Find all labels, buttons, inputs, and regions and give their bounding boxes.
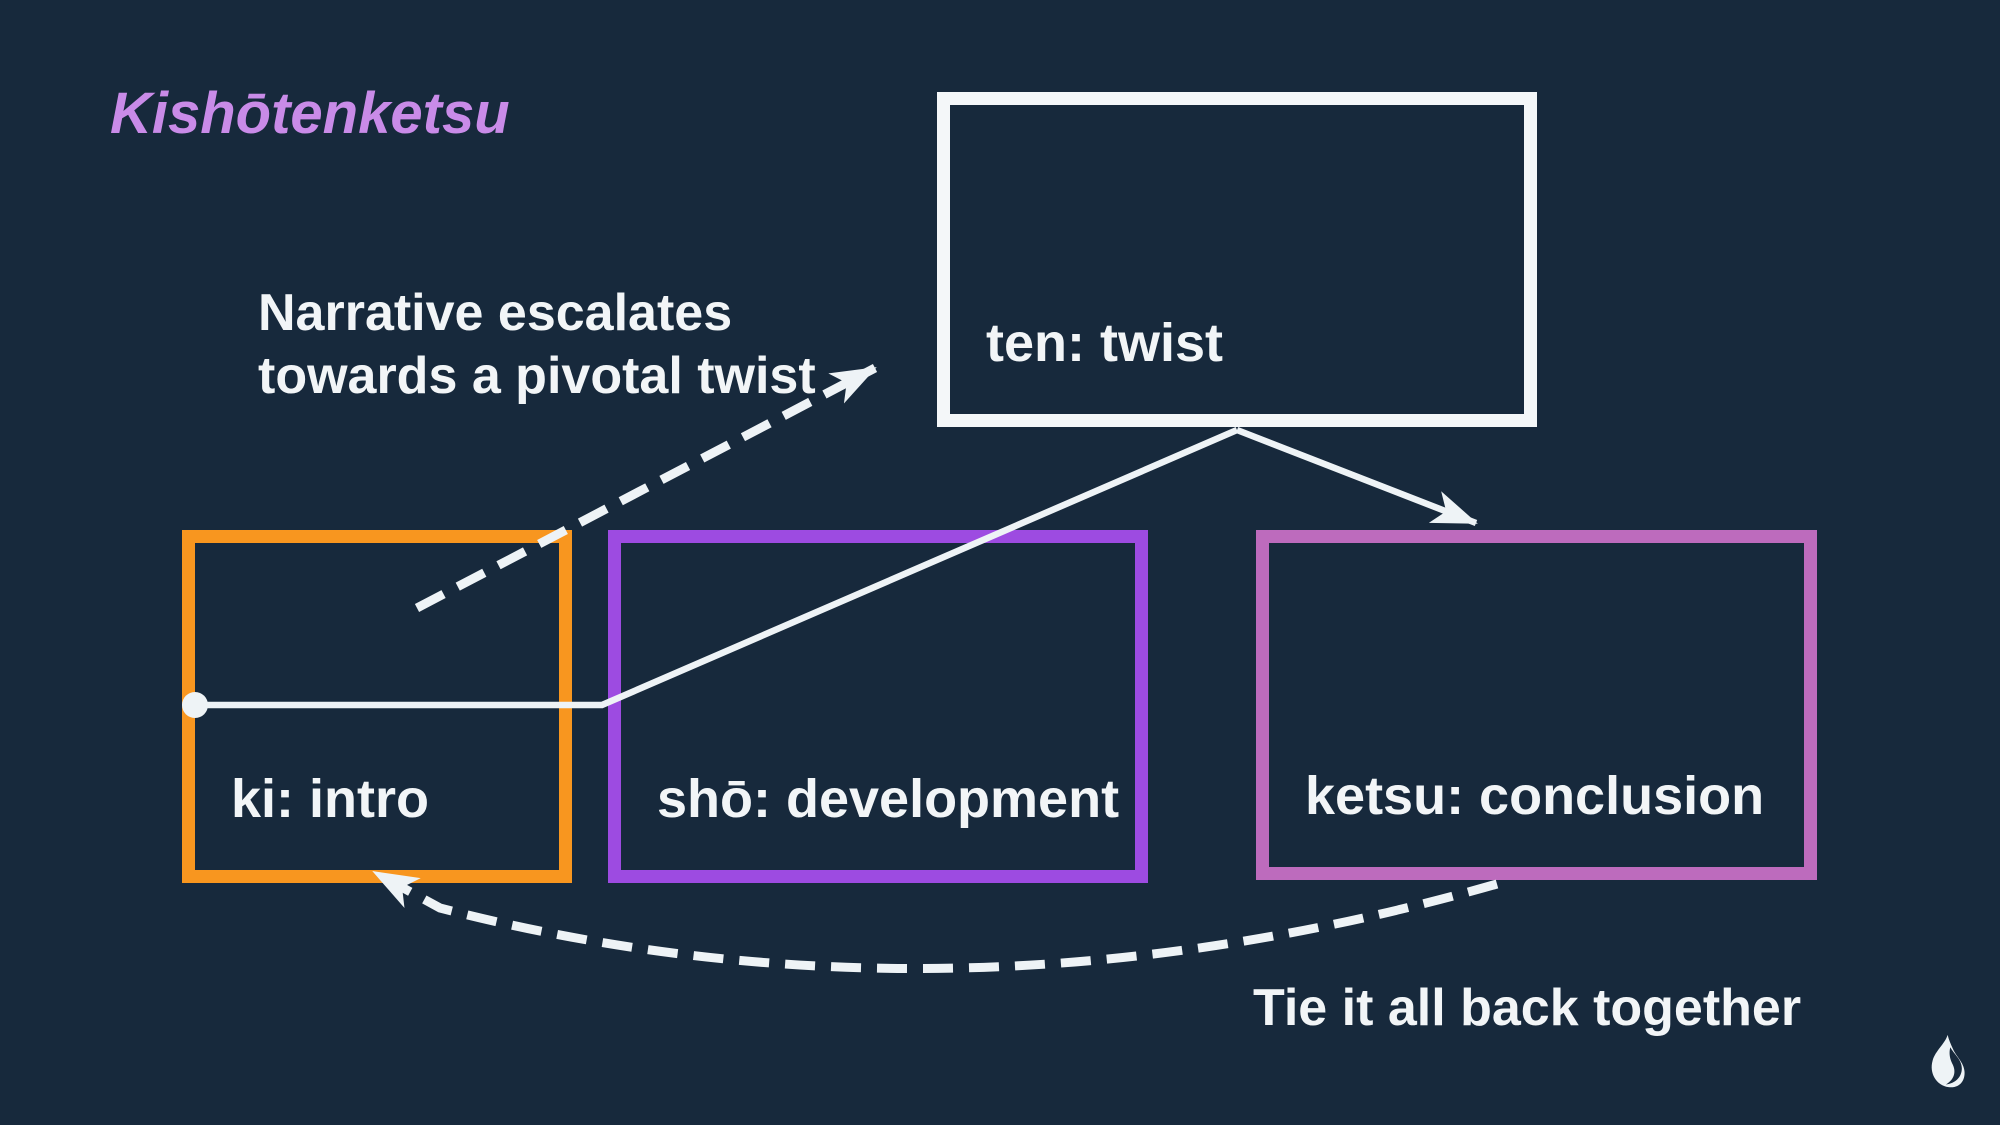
note-narrative-line1: Narrative escalates (258, 284, 733, 342)
note-tie-back: Tie it all back together (1253, 979, 1802, 1037)
box-ki-intro: ki: intro (182, 530, 572, 883)
twist-to-conclusion-arrow (1235, 426, 1478, 527)
box-ketsu-conclusion: ketsu: conclusion (1256, 530, 1817, 880)
box-ten-twist: ten: twist (937, 92, 1537, 427)
box-ketsu-label: ketsu: conclusion (1305, 766, 1765, 826)
box-ten-label: ten: twist (986, 313, 1223, 373)
box-sho-label: shō: development (657, 769, 1120, 829)
slide-title: Kishōtenketsu (110, 81, 510, 146)
box-sho-development: shō: development (608, 530, 1148, 883)
note-narrative-line2: towards a pivotal twist (258, 347, 816, 405)
box-ki-label: ki: intro (231, 769, 429, 829)
tie-back-dashed-arrow (371, 868, 1499, 973)
flame-logo-icon (1931, 1034, 1965, 1088)
note-narrative-escalates: Narrative escalates towards a pivotal tw… (258, 282, 816, 408)
